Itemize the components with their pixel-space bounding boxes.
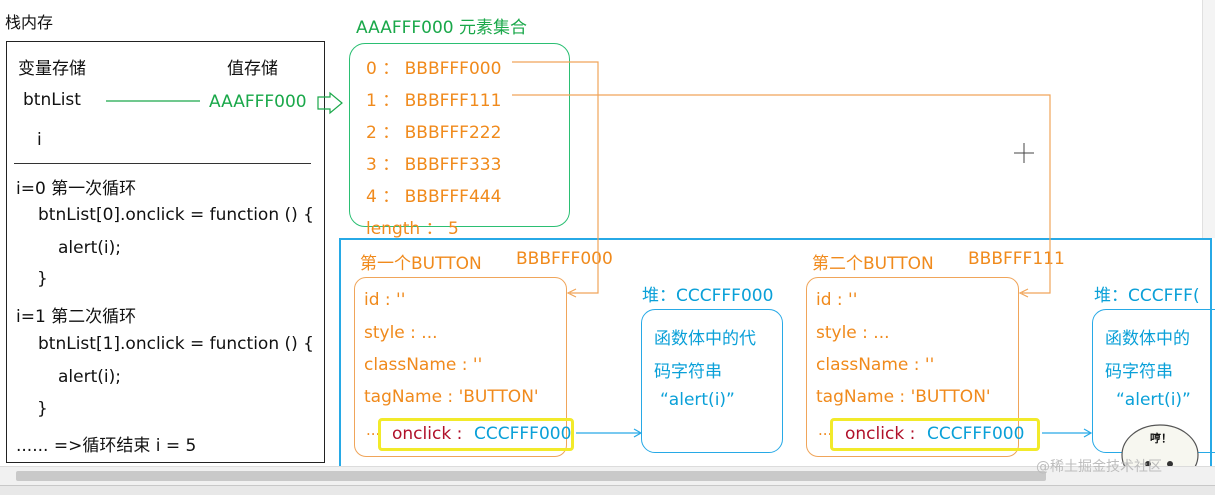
button2-addr: BBBFFF111 — [968, 249, 1065, 269]
horizontal-scrollbar[interactable] — [0, 466, 1215, 485]
function1-line2: 码字符串 — [654, 362, 722, 382]
vertical-scrollbar[interactable] — [1202, 0, 1215, 238]
var-column-header: 变量存储 — [18, 59, 86, 79]
button1-classname: className : '' — [364, 355, 483, 375]
array-index: 2 — [366, 123, 377, 143]
array-addr: BBBFFF222 — [404, 123, 502, 143]
button2-onclick-key: onclick : — [845, 424, 916, 444]
stack-divider — [14, 163, 311, 164]
item1-arrow-icon — [1018, 288, 1029, 298]
button1-style: style : ... — [364, 323, 438, 343]
array-item: 2 ： BBBFFF222 — [366, 118, 501, 143]
array-sep: ： — [382, 155, 400, 175]
array-addr: BBBFFF111 — [404, 91, 502, 111]
array-item: 4 ： BBBFFF444 — [366, 182, 501, 207]
loop1-title: i=1 第二次循环 — [16, 307, 137, 327]
item1-connector — [512, 94, 1051, 294]
array-panel — [349, 43, 570, 227]
val-btnlist: AAAFFF000 — [209, 92, 307, 112]
array-item: 0 ： BBBFFF000 — [366, 54, 501, 79]
button1-dots: ... — [366, 421, 381, 439]
var-btnlist: btnList — [23, 90, 81, 110]
button1-onclick-key: onclick : — [392, 424, 463, 444]
array-title: AAAFFF000 元素集合 — [356, 18, 528, 38]
var-i: i — [37, 130, 42, 150]
heap1-title: 堆：CCCFFF000 — [642, 286, 774, 306]
button1-id: id : '' — [364, 290, 406, 310]
button2-object — [806, 277, 1019, 457]
function1-line1: 函数体中的代 — [654, 329, 756, 349]
array-addr: BBBFFF444 — [404, 187, 502, 207]
button2-id: id : '' — [816, 290, 858, 310]
function2-line3: “alert(i)” — [1116, 390, 1191, 410]
array-index: 0 — [366, 59, 377, 79]
button1-tagname: tagName : 'BUTTON' — [364, 387, 539, 407]
array-addr: BBBFFF000 — [404, 59, 502, 79]
button1-name: 第一个BUTTON — [360, 254, 482, 274]
array-sep: ： — [382, 59, 400, 79]
heap2-title: 堆：CCCFFF( — [1094, 286, 1200, 306]
button2-dots: ... — [818, 421, 833, 439]
array-addr: BBBFFF333 — [404, 155, 502, 175]
array-index: 1 — [366, 91, 377, 111]
button1-object — [354, 277, 567, 457]
array-item: 3 ： BBBFFF333 — [366, 150, 501, 175]
horizontal-scrollbar-thumb[interactable] — [16, 471, 1046, 481]
array-index: 4 — [366, 187, 377, 207]
array-pointer-arrow-icon — [317, 91, 343, 115]
button1-onclick-val: CCCFFF000 — [474, 424, 572, 444]
button2-tagname: tagName : 'BUTTON' — [816, 387, 991, 407]
item0-connector — [512, 61, 599, 294]
function1-box — [641, 309, 783, 453]
onclick2-arrow-icon — [1083, 428, 1093, 438]
button2-classname: className : '' — [816, 355, 935, 375]
loop-end-line: ...... =>循环结束 i = 5 — [16, 436, 197, 456]
val-column-header: 值存储 — [227, 59, 278, 79]
onclick1-arrow-icon — [633, 428, 643, 438]
crosshair-cursor-icon — [1014, 143, 1034, 163]
watermark: @稀土掘金技术社区 — [1036, 459, 1162, 475]
loop0-code: btnList[0].onclick = function () { — [38, 205, 314, 225]
button1-addr: BBBFFF000 — [516, 249, 613, 269]
loop0-title: i=0 第一次循环 — [16, 179, 137, 199]
loop1-close: } — [37, 399, 48, 419]
item0-arrow-icon — [566, 288, 577, 298]
array-length: length ： 5 — [366, 219, 459, 239]
button1-onclick-highlight — [378, 418, 574, 451]
loop0-close: } — [37, 269, 48, 289]
button2-onclick-highlight — [830, 418, 1040, 451]
function2-line2: 码字符串 — [1105, 362, 1173, 382]
button2-style: style : ... — [816, 323, 890, 343]
array-index: 3 — [366, 155, 377, 175]
loop1-alert: alert(i); — [58, 367, 121, 387]
status-bar — [0, 485, 1215, 495]
array-item: 1 ： BBBFFF111 — [366, 86, 501, 111]
stack-title: 栈内存 — [5, 13, 54, 32]
loop1-code: btnList[1].onclick = function () { — [38, 334, 314, 354]
button2-onclick-val: CCCFFF000 — [927, 424, 1025, 444]
sticker-text: 哼！ — [1150, 432, 1172, 445]
stack-panel — [6, 41, 325, 463]
loop0-alert: alert(i); — [58, 238, 121, 258]
function1-line3: “alert(i)” — [660, 390, 735, 410]
array-sep: ： — [382, 187, 400, 207]
array-sep: ： — [382, 123, 400, 143]
function2-line1: 函数体中的 — [1105, 329, 1190, 349]
button2-name: 第二个BUTTON — [812, 254, 934, 274]
array-sep: ： — [382, 91, 400, 111]
